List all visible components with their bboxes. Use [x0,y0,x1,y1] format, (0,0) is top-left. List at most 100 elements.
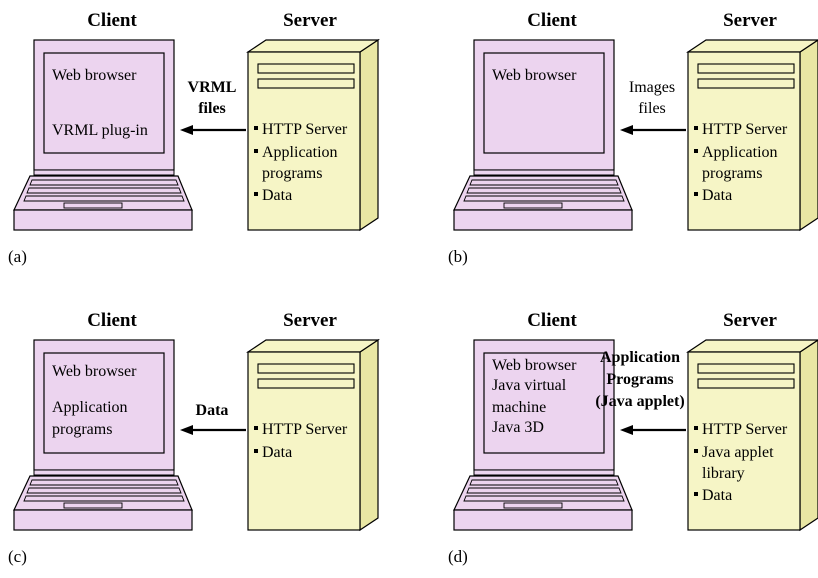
client-laptop: Web browser [453,39,633,231]
bullet-icon [254,192,258,196]
touchpad [63,502,123,509]
bullet-icon [254,426,258,430]
server-item-text: Data [702,487,732,504]
touchpad [503,202,563,209]
bullet-icon [694,126,698,130]
key-row [23,195,185,202]
screen-text: programs [52,421,112,438]
transfer-label: (Java applet) [595,393,684,410]
key-row [469,479,619,486]
transfer-label: files [638,100,666,117]
laptop-front-edge [453,509,633,531]
laptop-hinge [473,169,615,176]
touchpad [63,202,123,209]
server-side-face [359,38,379,232]
client-title: Client [87,10,137,31]
bullet-icon [694,149,698,153]
panel-label: (a) [8,247,27,266]
screen-text: VRML plug-in [52,122,148,139]
transfer-label: files [198,100,226,117]
drive-bay [257,363,355,374]
monitor-screen [483,52,605,154]
server-item-text: Data [262,187,292,204]
screen-text: machine [492,399,546,416]
key-row [29,479,179,486]
server-side-face [359,338,379,532]
screen-text: Java virtual [492,377,567,394]
transfer-label: VRML [188,79,237,96]
client-title: Client [527,10,577,31]
server-item-text: HTTP Server [262,121,348,138]
key-row [26,487,182,494]
drive-bay [257,378,355,389]
server-item-text: programs [262,165,322,182]
server-title: Server [723,310,777,331]
server-top-face [246,339,380,353]
key-row [463,195,625,202]
server-title: Server [283,10,337,31]
laptop-hinge [33,469,175,476]
server-item-text: HTTP Server [702,421,788,438]
panel-label: (b) [448,247,468,266]
bullet-icon [254,449,258,453]
bullet-icon [694,192,698,196]
transfer-label: Data [196,402,229,419]
transfer-arrow-head [620,425,633,435]
server-top-face [686,39,818,53]
screen-text: Web browser [52,67,137,84]
key-row [469,179,619,186]
key-row [466,487,622,494]
server-side-face [799,339,818,532]
key-row [23,495,185,502]
laptop-front-edge [13,509,193,531]
server-item-text: programs [702,165,762,182]
server-top-face [246,39,380,53]
key-row [466,187,622,194]
drive-bay [697,363,795,374]
server-side-face [799,39,818,232]
laptop-hinge [33,169,175,176]
server-item-text: Data [262,444,292,461]
bullet-icon [694,426,698,430]
panel-label: (c) [8,547,27,566]
bullet-icon [694,449,698,453]
server-item-text: Data [702,187,732,204]
server-title: Server [283,310,337,331]
drive-bay [697,378,795,389]
drive-bay [257,63,355,74]
key-row [463,495,625,502]
monitor-screen [43,352,165,454]
screen-text: Java 3D [492,419,544,436]
screen-text: Web browser [492,67,577,84]
client-title: Client [87,310,137,331]
laptop-front-edge [453,209,633,231]
panel-label: (d) [448,547,468,566]
touchpad [503,502,563,509]
monitor-screen [483,352,605,454]
server-item-text: library [702,465,745,482]
key-row [29,179,179,186]
transfer-label: Programs [606,371,673,388]
transfer-label: Images [629,79,675,96]
transfer-label: Application [600,349,680,366]
drive-bay [257,78,355,89]
key-row [26,187,182,194]
client-title: Client [527,310,577,331]
transfer-arrow-head [180,125,193,135]
server-top-face [686,339,818,353]
bullet-icon [254,149,258,153]
bullet-icon [254,126,258,130]
